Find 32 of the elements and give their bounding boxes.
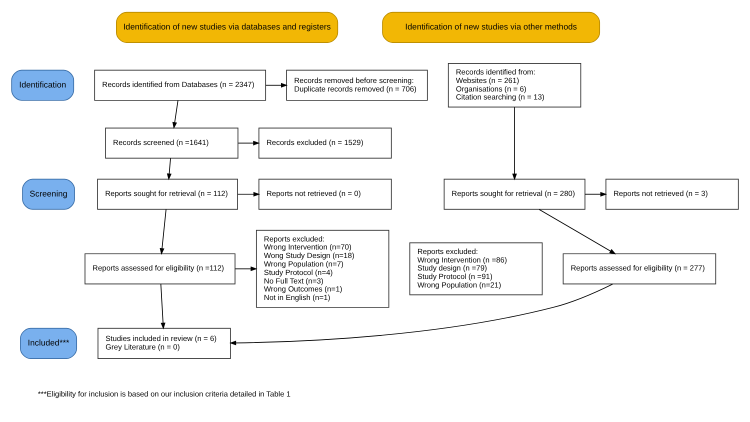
arrow [237,192,260,197]
node-box: Reports sought for retrieval (n = 112) [97,178,238,210]
node-box: Identification of new studies via databases and registers [116,12,338,43]
label: ***Eligibility for inclusion is based on our inclusion criteria detailed in Table 1 [38,389,291,398]
arrow [538,209,616,254]
node-box: Reports sought for retrieval (n = 280) [444,178,586,210]
node-box: Records removed before screening: Duplicate records removed (n = 706) [286,70,428,101]
arrow [160,209,166,255]
node-box: Reports assessed for eligibility (n =112) [84,253,236,284]
arrow [166,158,172,180]
node-box: Studies included in review (n = 6) Grey Literature (n = 0) [98,328,231,359]
arrow [229,284,614,346]
node-box: Reports not retrieved (n = 0) [258,178,392,210]
node-box: Reports not retrieved (n = 3) [606,178,739,210]
arrow [238,140,260,146]
node-box: Included*** [20,328,78,359]
node-box: Records excluded (n = 1529) [258,128,392,159]
arrow [265,82,288,88]
arrow [160,284,166,330]
arrow [172,100,178,129]
node-box: Reports excluded: Wrong Intervention (n=70) Wong Study Design (n=18) Wrong Population (n=7) Study Protocol (n=4) No Full Text (n=3) Wrong Outcomes (n=1) Not in English (n=1) [256,230,390,308]
arrow [512,106,517,180]
node-box: Reports assessed for eligibility (n = 277) [562,253,716,284]
arrow [584,192,608,197]
node-box: Identification of new studies via other methods [382,12,600,43]
node-box: Records identified from: Websites (n = 261) Organisations (n = 6) Citation searching (n = 13) [448,63,582,108]
node-box: Identification [11,70,74,101]
arrow [234,266,258,272]
node-box: Reports excluded: Wrong Intervention (n =86) Study design (n =79) Study Protocol (n =91) Wrong Population (n=21) [409,242,543,296]
node-box: Screening [22,178,75,210]
node-box: Records identified from Databases (n = 2347) [94,70,266,101]
node-box: Records screened (n =1641) [105,128,238,159]
